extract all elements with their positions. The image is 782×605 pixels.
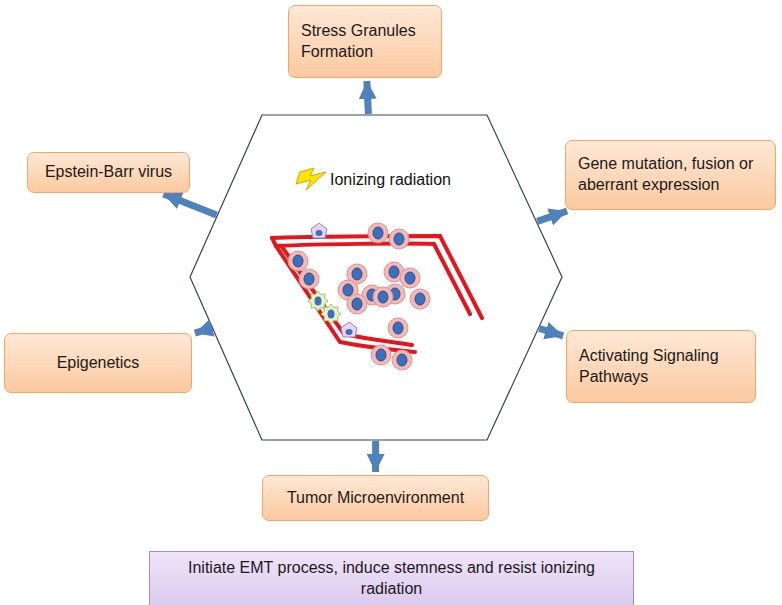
hexagon-node: Ionizing radiation (190, 115, 562, 440)
immune-cell (321, 304, 341, 324)
block-arrow (537, 211, 567, 221)
tumor-cell (373, 287, 393, 307)
block-arrow (195, 328, 212, 333)
box-label: Tumor Microenvironment (287, 488, 464, 509)
box-label: Stress Granules Formation (301, 21, 429, 63)
stromal-cell (311, 223, 327, 238)
hexagon-outline (190, 115, 562, 440)
mechanism-box: Activating Signaling Pathways (566, 330, 756, 403)
tumor-cell (299, 269, 319, 289)
box-label: Initiate EMT process, induce stemness an… (162, 558, 621, 600)
block-arrow (372, 441, 379, 472)
box-label: Activating Signaling Pathways (579, 346, 743, 388)
blood-vessel (272, 236, 482, 352)
cell-cluster (288, 223, 430, 370)
block-arrow (164, 194, 217, 215)
block-arrow (539, 329, 563, 336)
box-label: Gene mutation, fusion or aberrant expres… (578, 154, 763, 196)
tumor-cell (371, 345, 391, 365)
tumor-cell (389, 229, 409, 249)
tumor-cell (392, 350, 412, 370)
mechanism-box: Epstein-Barr virus (27, 152, 190, 193)
lightning-bolt (296, 168, 326, 190)
tumor-cell (400, 268, 420, 288)
mechanism-box: Epigenetics (4, 333, 192, 393)
mechanism-box: Tumor Microenvironment (262, 475, 489, 521)
stromal-cell (341, 322, 357, 337)
mechanism-box: Stress Granules Formation (288, 5, 442, 78)
tumor-cell (388, 318, 408, 338)
tumor-cell (288, 251, 308, 271)
tumor-cell (347, 294, 367, 314)
tumor-cell (368, 223, 388, 243)
box-label: Epigenetics (57, 353, 140, 374)
hexagon-label: Ionizing radiation (330, 171, 451, 189)
block-arrow (367, 81, 369, 114)
summary-banner: Initiate EMT process, induce stemness an… (149, 551, 634, 605)
mechanism-box: Gene mutation, fusion or aberrant expres… (565, 140, 776, 210)
tumor-cell (410, 289, 430, 309)
box-label: Epstein-Barr virus (45, 162, 172, 183)
